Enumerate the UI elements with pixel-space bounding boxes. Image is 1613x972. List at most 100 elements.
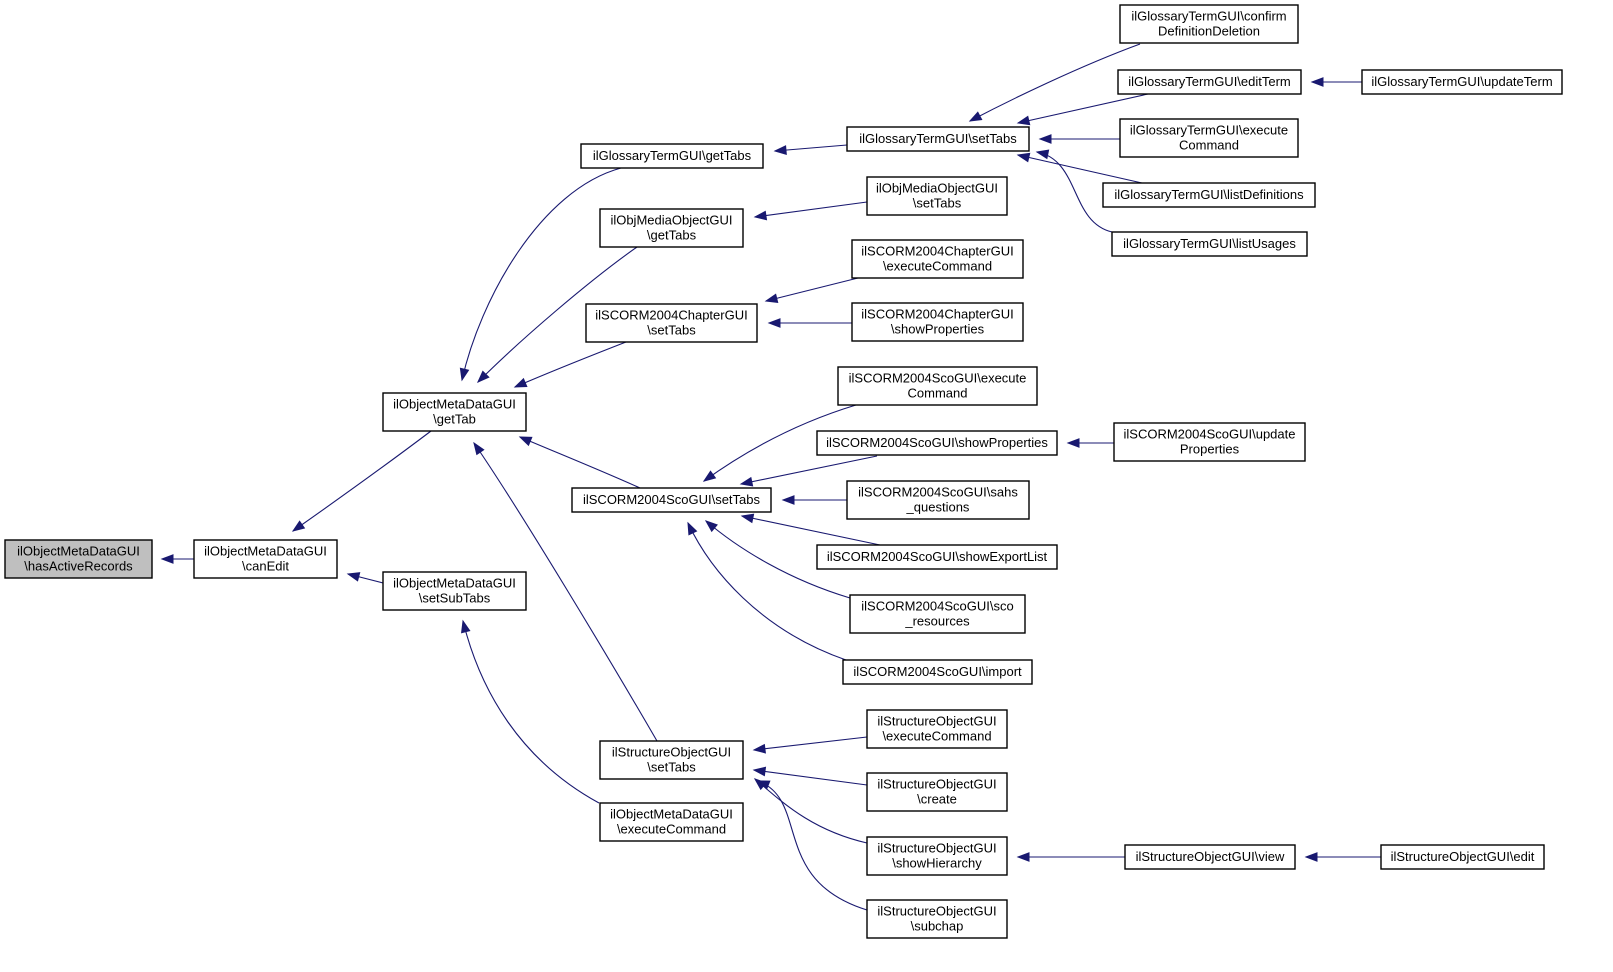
node-so-exec[interactable]: ilStructureObjectGUI\executeCommand: [866, 709, 1008, 749]
edge-so-exec-to-so-set-tabs: [753, 736, 868, 751]
arrowhead-icon: [459, 367, 470, 382]
node-box: [4, 539, 153, 579]
node-so-set-tabs[interactable]: ilStructureObjectGUI\setTabs: [599, 740, 744, 780]
nodes-layer: ilObjectMetaDataGUI\hasActiveRecordsilOb…: [4, 4, 1563, 939]
node-sco-set-tabs[interactable]: ilSCORM2004ScoGUI\setTabs: [571, 487, 772, 513]
node-ch-set-tabs[interactable]: ilSCORM2004ChapterGUI\setTabs: [585, 303, 758, 343]
node-gt-edit-term[interactable]: ilGlossaryTermGUI\editTerm: [1117, 69, 1302, 95]
node-label-line: ilSCORM2004ScoGUI\showProperties: [826, 435, 1048, 450]
node-box: [1117, 69, 1302, 95]
node-box: [866, 772, 1008, 812]
node-gt-list-usages[interactable]: ilGlossaryTermGUI\listUsages: [1111, 231, 1308, 257]
arrowhead-icon: [781, 495, 795, 505]
node-sco-import[interactable]: ilSCORM2004ScoGUI\import: [842, 659, 1033, 685]
node-label-line: ilGlossaryTermGUI\getTabs: [593, 148, 752, 163]
edge-sco-export-list-to-sco-set-tabs: [741, 515, 881, 546]
arrowhead-icon: [1038, 134, 1052, 144]
node-label-line: ilSCORM2004ScoGUI\sco: [861, 599, 1013, 614]
edge-sco-set-tabs-to-get-tab: [519, 436, 641, 489]
node-label-line: ilGlossaryTermGUI\updateTerm: [1371, 74, 1552, 89]
node-label-line: ilSCORM2004ChapterGUI: [595, 308, 747, 323]
edge-omd-exec-to-set-sub-tabs: [462, 620, 600, 804]
node-so-view[interactable]: ilStructureObjectGUI\view: [1124, 844, 1296, 870]
node-so-edit[interactable]: ilStructureObjectGUI\edit: [1380, 844, 1545, 870]
node-gt-update-term[interactable]: ilGlossaryTermGUI\updateTerm: [1361, 69, 1563, 95]
edge-sco-show-props-to-sco-set-tabs: [740, 455, 878, 485]
arrowhead-icon: [702, 470, 717, 482]
node-gt-get-tabs[interactable]: ilGlossaryTermGUI\getTabs: [580, 143, 764, 169]
node-label-line: \showHierarchy: [892, 856, 982, 871]
node-box: [1111, 231, 1308, 257]
node-label-line: DefinitionDeletion: [1158, 24, 1260, 39]
edge-get-tab-to-can-edit: [292, 430, 432, 532]
node-so-create[interactable]: ilStructureObjectGUI\create: [866, 772, 1008, 812]
arrowhead-icon: [704, 520, 718, 533]
arrowhead-icon: [756, 780, 771, 790]
node-om-set-tabs[interactable]: ilObjMediaObjectGUI\setTabs: [866, 176, 1008, 216]
node-box: [1119, 118, 1299, 158]
node-gt-confirm[interactable]: ilGlossaryTermGUI\confirmDefinitionDelet…: [1119, 4, 1299, 44]
node-box: [866, 836, 1008, 876]
node-can-edit[interactable]: ilObjectMetaDataGUI\canEdit: [193, 539, 338, 579]
node-box: [1124, 844, 1296, 870]
node-box: [816, 544, 1058, 570]
edge-gt-list-defs-to-gt-set-tabs: [1017, 154, 1143, 184]
node-ch-show-props[interactable]: ilSCORM2004ChapterGUI\showProperties: [851, 302, 1024, 342]
node-root[interactable]: ilObjectMetaDataGUI\hasActiveRecords: [4, 539, 153, 579]
node-so-show-hier[interactable]: ilStructureObjectGUI\showHierarchy: [866, 836, 1008, 876]
node-box: [585, 303, 758, 343]
arrowhead-icon: [764, 293, 779, 303]
node-ch-exec[interactable]: ilSCORM2004ChapterGUI\executeCommand: [851, 239, 1024, 279]
arrowhead-icon: [773, 145, 787, 155]
node-sco-exec[interactable]: ilSCORM2004ScoGUI\executeCommand: [837, 366, 1038, 406]
node-box: [1361, 69, 1563, 95]
node-set-sub-tabs[interactable]: ilObjectMetaDataGUI\setSubTabs: [382, 571, 527, 611]
node-label-line: ilSCORM2004ChapterGUI: [861, 307, 1013, 322]
node-get-tab[interactable]: ilObjectMetaDataGUI\getTab: [382, 392, 527, 432]
node-sco-show-props[interactable]: ilSCORM2004ScoGUI\showProperties: [816, 430, 1058, 456]
node-label-line: Properties: [1180, 442, 1240, 457]
node-label-line: ilStructureObjectGUI: [877, 714, 996, 729]
node-om-get-tabs[interactable]: ilObjMediaObjectGUI\getTabs: [599, 208, 744, 248]
node-box: [851, 302, 1024, 342]
arrowhead-icon: [1066, 438, 1080, 448]
arrowhead-icon: [1035, 149, 1050, 160]
arrowhead-icon: [1016, 115, 1031, 126]
node-omd-exec[interactable]: ilObjectMetaDataGUI\executeCommand: [599, 802, 744, 842]
node-gt-exec[interactable]: ilGlossaryTermGUI\executeCommand: [1119, 118, 1299, 158]
node-label-line: ilStructureObjectGUI: [877, 777, 996, 792]
node-box: [580, 143, 764, 169]
node-sco-res[interactable]: ilSCORM2004ScoGUI\sco_resources: [849, 594, 1026, 634]
node-so-subchap[interactable]: ilStructureObjectGUI\subchap: [866, 899, 1008, 939]
node-label-line: \getTabs: [647, 228, 697, 243]
node-label-line: _resources: [904, 614, 970, 629]
arrowhead-icon: [1304, 852, 1318, 862]
node-gt-set-tabs[interactable]: ilGlossaryTermGUI\setTabs: [846, 126, 1030, 152]
node-label-line: ilGlossaryTermGUI\editTerm: [1128, 74, 1291, 89]
edge-gt-confirm-to-gt-set-tabs: [969, 43, 1141, 122]
node-label-line: \executeCommand: [883, 259, 992, 274]
node-label-line: ilSCORM2004ScoGUI\setTabs: [583, 492, 761, 507]
arrowhead-icon: [753, 210, 768, 221]
edge-gt-set-tabs-to-gt-get-tabs: [774, 144, 848, 152]
node-label-line: ilGlossaryTermGUI\execute: [1130, 123, 1288, 138]
node-gt-list-defs[interactable]: ilGlossaryTermGUI\listDefinitions: [1102, 182, 1316, 208]
node-label-line: \showProperties: [891, 322, 985, 337]
node-box: [842, 659, 1033, 685]
node-box: [866, 899, 1008, 939]
node-label-line: \hasActiveRecords: [24, 559, 133, 574]
node-sco-sahs[interactable]: ilSCORM2004ScoGUI\sahs_questions: [846, 480, 1030, 520]
node-sco-export-list[interactable]: ilSCORM2004ScoGUI\showExportList: [816, 544, 1058, 570]
edge-ch-exec-to-ch-set-tabs: [765, 277, 859, 302]
node-box: [571, 487, 772, 513]
node-label-line: \executeCommand: [617, 822, 726, 837]
arrowhead-icon: [291, 520, 306, 532]
node-box: [382, 571, 527, 611]
node-label-line: ilSCORM2004ScoGUI\import: [853, 664, 1022, 679]
node-box: [1119, 4, 1299, 44]
edges-layer: [160, 43, 1381, 911]
edge-om-get-tabs-to-get-tab: [477, 246, 638, 383]
node-label-line: ilObjectMetaDataGUI: [393, 576, 516, 591]
